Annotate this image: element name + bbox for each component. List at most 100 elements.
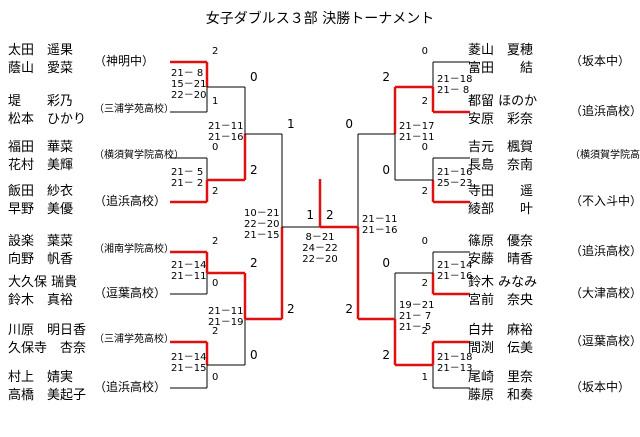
right-r1-bottom-score: 1	[421, 372, 428, 383]
left-r1-top-score: 2	[212, 326, 219, 337]
right-player-1: 菱山 夏穂	[468, 43, 534, 58]
right-r1-set-score: 21－13	[437, 363, 473, 374]
left-r2-set-score: 21－19	[208, 317, 244, 328]
left-r2-set-score: 21－11	[208, 121, 244, 132]
right-r1-bottom-score: 2	[421, 96, 428, 107]
left-r1-bottom-score: 2	[212, 186, 219, 197]
left-player-2: 松本 ひかり	[8, 112, 87, 127]
left-player-2: 久保寺 杏奈	[8, 341, 87, 356]
right-r1-top-score: 0	[421, 46, 428, 57]
right-player-2: 宮前 奈央	[468, 293, 534, 308]
left-r3-top-score: 1	[287, 117, 295, 131]
final-left-score: 1	[306, 208, 314, 222]
left-r1-set-score: 21－ 2	[171, 178, 204, 189]
right-r1-set-score: 21－14	[437, 260, 473, 271]
left-r2-set-score: 21－11	[208, 306, 244, 317]
right-player-1: 吉元 楓賀	[468, 140, 534, 155]
left-player-2: 高橋 美起子	[8, 388, 87, 403]
right-r1-set-score: 25－23	[437, 178, 473, 189]
right-player-2: 安原 彩奈	[468, 112, 534, 127]
right-r3-top-score: 0	[345, 117, 353, 131]
left-r2-bottom-score: 0	[250, 348, 258, 362]
right-r1-set-score: 21－18	[437, 74, 473, 85]
final-set-score: 24－22	[302, 243, 338, 254]
right-r1-top-score: 2	[421, 326, 428, 337]
right-player-2: 長島 奈南	[468, 158, 534, 173]
final-right-score: 2	[326, 208, 334, 222]
left-team: （逗葉高校）	[94, 286, 167, 300]
left-r2-set-score: 21－16	[208, 132, 244, 143]
left-r1-set-score: 22－20	[171, 90, 207, 101]
left-r1-set-score: 21－ 8	[171, 68, 204, 79]
right-player-2: 富田 結	[468, 61, 534, 76]
left-team: （追浜高校）	[94, 380, 167, 394]
left-r3-bottom-score: 2	[287, 302, 295, 316]
right-r3-set-score: 21－11	[362, 214, 398, 225]
right-r2-set-score: 21－ 7	[399, 311, 432, 322]
right-r2-set-score: 21－ 5	[399, 322, 432, 333]
right-r1-set-score: 21－16	[437, 271, 473, 282]
left-r1-set-score: 21－15	[171, 363, 207, 374]
right-player-2: 綾部 叶	[468, 202, 534, 217]
right-r1-top-score: 0	[421, 142, 428, 153]
right-r3-set-score: 21－16	[362, 225, 398, 236]
left-team: （追浜高校）	[94, 194, 167, 208]
left-player-1: 堤 彩乃	[8, 94, 74, 109]
final-set-score: 22－20	[302, 254, 338, 265]
right-team: （追浜高校）	[570, 244, 640, 258]
right-team: （坂本中）	[570, 380, 631, 394]
left-team: （横須賀学院高校）	[94, 150, 184, 161]
right-player-1: 尾崎 里奈	[468, 370, 534, 385]
right-r2-top-score: 0	[382, 256, 390, 270]
right-r1-bottom-score: 2	[421, 278, 428, 289]
left-team: （三浦学苑高校）	[94, 334, 174, 345]
right-r2-set-score: 19－21	[399, 300, 435, 311]
right-r1-set-score: 21－ 8	[437, 85, 470, 96]
left-r3-set-score: 21－15	[244, 230, 280, 241]
left-r3-set-score: 10－21	[244, 208, 280, 219]
left-r1-set-score: 21－14	[171, 352, 207, 363]
left-player-1: 大久保 瑞貴	[8, 275, 78, 290]
right-player-1: 寺田 遥	[468, 184, 534, 199]
left-player-1: 飯田 紗衣	[8, 184, 74, 199]
left-r2-top-score: 2	[250, 256, 258, 270]
left-player-2: 向野 帆香	[8, 252, 74, 267]
right-r2-bottom-score: 2	[382, 348, 390, 362]
left-player-1: 村上 婧実	[8, 370, 74, 385]
left-player-1: 設楽 葉菜	[8, 234, 74, 249]
left-r1-bottom-score: 1	[212, 96, 219, 107]
right-player-1: 白井 麻裕	[468, 323, 534, 338]
right-team: （追浜高校）	[570, 104, 640, 118]
left-player-2: 鈴木 真裕	[8, 293, 74, 308]
left-r1-bottom-score: 0	[212, 372, 219, 383]
right-player-2: 藤原 和奏	[468, 388, 534, 403]
left-r1-set-score: 21－14	[171, 260, 207, 271]
page-title: 女子ダブルス３部 決勝トーナメント	[205, 11, 435, 27]
left-team: （湘南学院高校）	[94, 244, 174, 255]
left-team: （神明中）	[94, 54, 155, 68]
left-team: （三浦学苑高校）	[94, 104, 174, 115]
left-r3-set-score: 22－20	[244, 219, 280, 230]
right-r2-bottom-score: 0	[382, 163, 390, 177]
right-player-1: 都留 ほのか	[468, 94, 538, 109]
right-r1-set-score: 21－18	[437, 352, 473, 363]
left-r1-top-score: 2	[212, 236, 219, 247]
left-r1-top-score: 0	[212, 142, 219, 153]
right-r2-set-score: 21－11	[399, 132, 435, 143]
right-r3-bottom-score: 2	[345, 302, 353, 316]
left-player-1: 福田 華菜	[8, 140, 74, 155]
left-r1-set-score: 21－ 5	[171, 167, 204, 178]
right-r2-top-score: 2	[382, 70, 390, 84]
right-team: （逗葉高校）	[570, 334, 640, 348]
right-player-2: 安藤 晴香	[468, 252, 534, 267]
left-r1-set-score: 21－11	[171, 271, 207, 282]
right-r1-top-score: 0	[421, 236, 428, 247]
left-player-2: 蔭山 愛菜	[8, 61, 74, 76]
right-team: （大津高校）	[570, 286, 640, 300]
right-r1-bottom-score: 2	[421, 186, 428, 197]
right-player-1: 鈴木 みなみ	[468, 275, 538, 290]
right-team: （不入斗中）	[570, 194, 640, 208]
right-player-1: 篠原 優奈	[468, 234, 534, 249]
